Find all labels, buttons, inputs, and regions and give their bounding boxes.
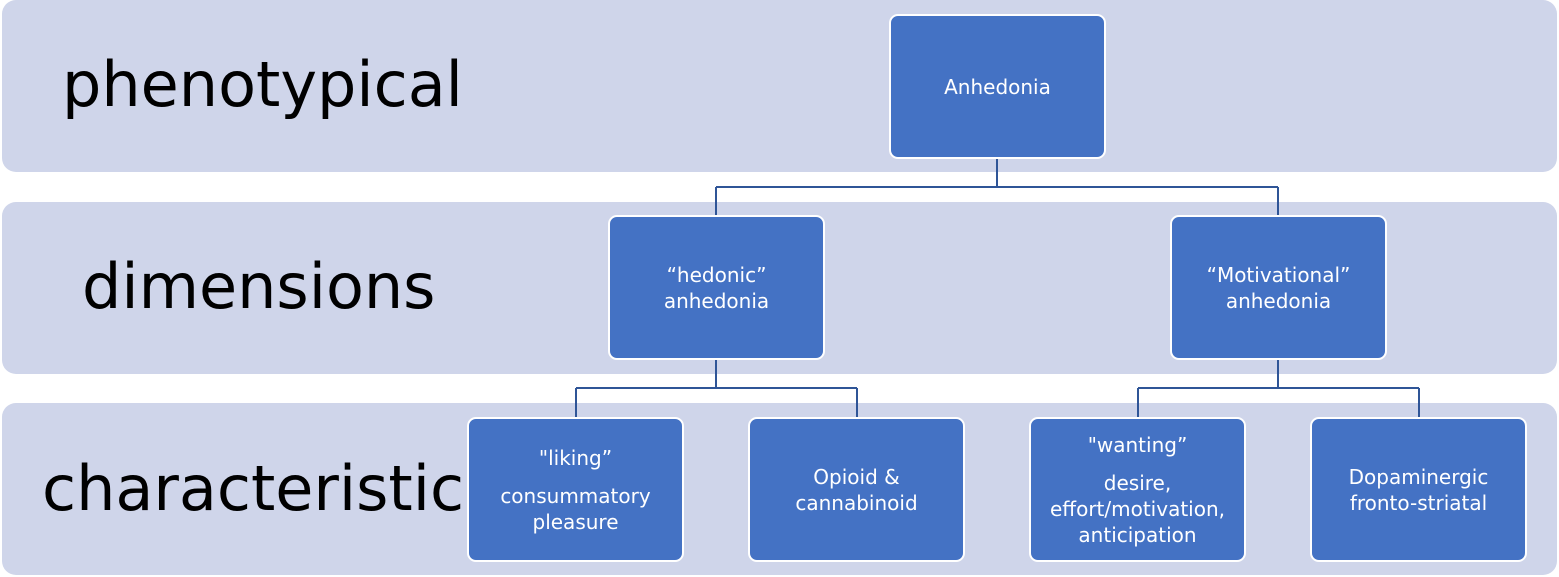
node-dopaminergic-line2: fronto-striatal	[1349, 490, 1488, 515]
level-label-characteristics: characteristics	[42, 452, 497, 525]
node-wanting-line3: anticipation	[1078, 522, 1197, 547]
node-anhedonia: Anhedonia	[889, 14, 1106, 159]
node-liking-line1: consummatory	[500, 483, 651, 508]
node-motivational-anhedonia: “Motivational” anhedonia	[1170, 215, 1387, 360]
node-hedonic-line2: anhedonia	[663, 288, 770, 313]
node-liking-title: "liking”	[538, 445, 613, 470]
level-label-dimensions: dimensions	[82, 250, 436, 323]
band-phenotypical	[2, 0, 1557, 172]
node-wanting-line1: desire,	[1103, 470, 1172, 495]
node-opioid-line2: cannabinoid	[795, 490, 918, 515]
node-anhedonia-label: Anhedonia	[944, 74, 1051, 99]
node-opioid-cannabinoid: Opioid & cannabinoid	[748, 417, 965, 562]
node-wanting-line2: effort/motivation,	[1050, 496, 1225, 521]
node-motivational-line1: “Motivational”	[1206, 262, 1351, 287]
node-motivational-line2: anhedonia	[1225, 288, 1332, 313]
node-liking: "liking” consummatory pleasure	[467, 417, 684, 562]
node-wanting-title: "wanting”	[1087, 432, 1188, 457]
node-dopaminergic: Dopaminergic fronto-striatal	[1310, 417, 1527, 562]
node-hedonic-anhedonia: “hedonic” anhedonia	[608, 215, 825, 360]
level-label-phenotypical: phenotypical	[62, 48, 463, 121]
node-dopaminergic-line1: Dopaminergic	[1348, 464, 1489, 489]
node-opioid-line1: Opioid &	[813, 464, 900, 489]
node-liking-line2: pleasure	[532, 509, 619, 534]
node-hedonic-line1: “hedonic”	[666, 262, 767, 287]
node-wanting: "wanting” desire, effort/motivation, ant…	[1029, 417, 1246, 562]
